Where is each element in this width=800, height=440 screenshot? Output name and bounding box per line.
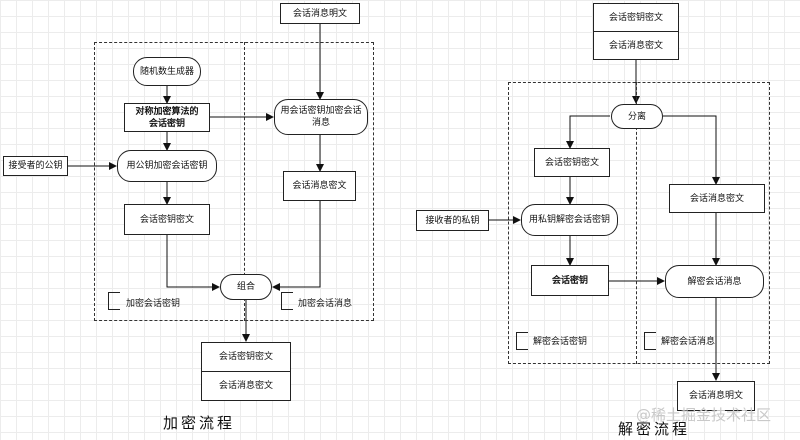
watermark-text: @稀土掘金技术社区 xyxy=(636,406,772,424)
decrypt-key-with-private-key-node: 用私钥解密会话密钥 xyxy=(521,204,618,236)
encrypt-message-bracket xyxy=(281,292,293,310)
session-plaintext-node: 会话消息明文 xyxy=(280,3,360,24)
decryption-region xyxy=(508,82,770,364)
combine-node: 组合 xyxy=(220,274,272,300)
session-key-node: 会话密钥 xyxy=(531,265,609,296)
decryption-caption: 解密流程 xyxy=(618,420,691,438)
edge-key-cipher-to-combine xyxy=(166,235,220,291)
input-key-ciphertext-node: 会话密钥密文 xyxy=(593,3,679,32)
decrypt-message-region-label: 解密会话消息 xyxy=(661,337,716,347)
random-number-generator-node: 随机数生成器 xyxy=(133,57,201,86)
edge-separate-to-msg-cipher xyxy=(663,115,720,185)
encryption-region xyxy=(94,42,374,321)
output-message-ciphertext-node: 会话消息密文 xyxy=(201,371,291,401)
separate-node: 分离 xyxy=(611,104,663,129)
message-ciphertext-node: 会话消息密文 xyxy=(669,184,765,213)
output-plaintext-node: 会话消息明文 xyxy=(677,381,755,411)
encrypt-message-region-label: 加密会话消息 xyxy=(298,299,353,309)
symmetric-session-key-node: 对称加密算法的 会话密钥 xyxy=(124,103,210,132)
key-ciphertext-node: 会话密钥密文 xyxy=(534,148,610,177)
receiver-public-key-node: 接受者的公钥 xyxy=(3,156,68,176)
encryption-region-divider xyxy=(244,42,245,321)
decrypt-key-bracket xyxy=(516,332,528,350)
key-ciphertext-node: 会话密钥密文 xyxy=(124,204,210,235)
edge-msg-cipher-to-combine xyxy=(272,201,321,291)
encrypt-message-with-key-node: 用会话密钥加密会话 消息 xyxy=(274,99,368,135)
decrypt-message-bracket xyxy=(644,332,656,350)
encrypt-key-with-public-key-node: 用公钥加密会话密钥 xyxy=(117,150,217,182)
message-ciphertext-node: 会话消息密文 xyxy=(283,171,356,201)
edge-separate-to-key-cipher xyxy=(566,115,610,149)
decrypt-message-node: 解密会话消息 xyxy=(665,265,764,298)
encrypt-key-bracket xyxy=(108,292,120,310)
receiver-private-key-node: 接收者的私钥 xyxy=(416,210,489,231)
encrypt-key-region-label: 加密会话密钥 xyxy=(126,299,181,309)
output-key-ciphertext-node: 会话密钥密文 xyxy=(201,342,291,372)
decryption-region-divider xyxy=(636,82,637,364)
input-message-ciphertext-node: 会话消息密文 xyxy=(593,31,679,60)
encryption-caption: 加密流程 xyxy=(163,414,236,432)
decrypt-key-region-label: 解密会话密钥 xyxy=(533,337,588,347)
